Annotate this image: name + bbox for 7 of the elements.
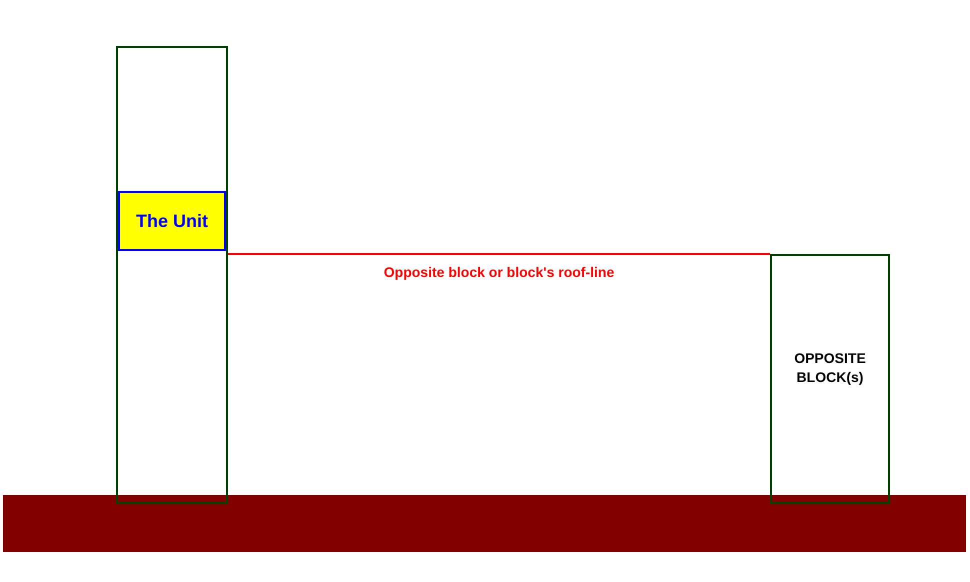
edge-label: Opposite block or block's roof-line [382, 264, 616, 280]
unit-box [118, 191, 226, 251]
roof-line [228, 253, 770, 255]
block-label: OPPOSITE BLOCK(s) [793, 349, 867, 387]
opposite-block [770, 254, 890, 504]
unit-label: The Unit [136, 210, 208, 233]
tall-building [116, 46, 228, 504]
